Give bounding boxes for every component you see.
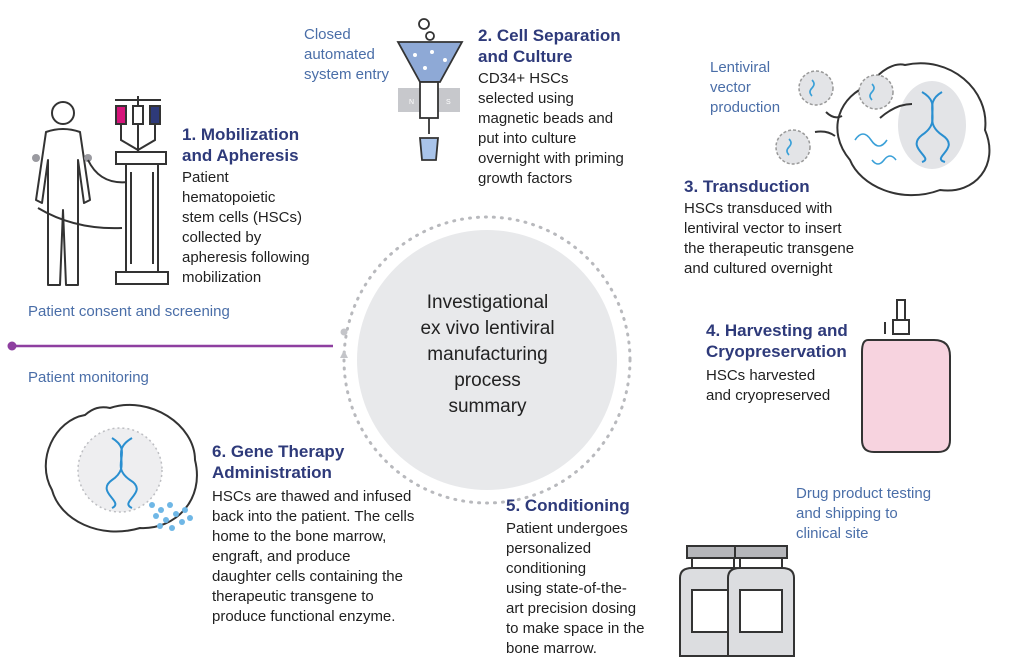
magnet-s-label: S	[446, 99, 451, 106]
step-3-title: 3. Transduction	[684, 177, 810, 196]
blood-bag-icon	[861, 299, 951, 453]
arrows-icon	[814, 103, 913, 137]
timeline-start-dot	[7, 341, 17, 351]
center-title: Investigational ex vivo lentiviral manuf…	[420, 292, 555, 417]
magnet-n-label: N	[409, 99, 414, 106]
dna-icon	[105, 437, 138, 509]
cells-dots-icon	[149, 502, 193, 531]
apheresis-machine-icon	[115, 96, 169, 285]
ring-dot	[340, 328, 348, 336]
patient-monitoring-label: Patient monitoring	[28, 369, 149, 386]
viral-rna-icon	[786, 79, 897, 165]
patient-body-icon	[32, 101, 129, 286]
process-ring	[342, 215, 632, 505]
cell-separation-funnel-icon	[396, 18, 464, 161]
step-5-title: 5. Conditioning	[506, 496, 630, 515]
dna-icon	[915, 91, 950, 163]
patient-consent-label: Patient consent and screening	[28, 303, 230, 320]
center-circle	[357, 230, 617, 490]
transduction-cell-icon	[836, 62, 991, 197]
lentivirus-icon	[775, 70, 894, 165]
ring-arrow-icon	[340, 350, 348, 358]
vial-icon	[679, 545, 795, 657]
